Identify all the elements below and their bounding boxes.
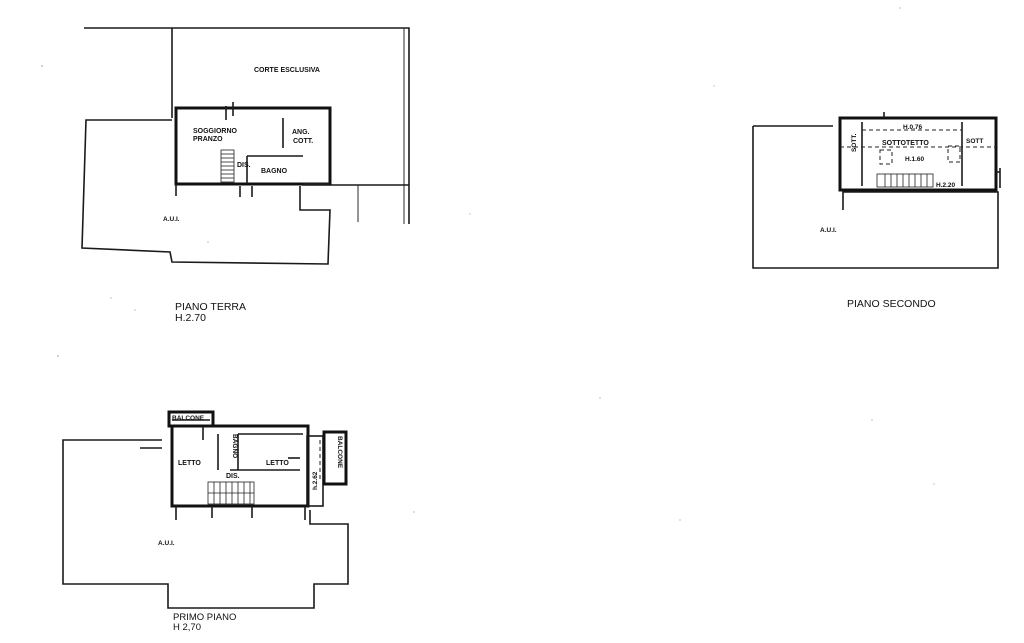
stair-primo-piano <box>207 481 255 505</box>
caption-primo-piano: PRIMO PIANO H 2,70 <box>173 613 236 633</box>
label-aui: A.U.I. <box>163 216 180 223</box>
label-letto-right: LETTO <box>266 460 289 467</box>
label-sottotetto: SOTTOTETTO <box>882 140 929 147</box>
caption-piano-terra: PIANO TERRA H.2.70 <box>175 302 246 324</box>
caption-primo-piano-height: H 2,70 <box>173 622 201 633</box>
caption-piano-secondo: PIANO SECONDO <box>847 299 936 310</box>
label-pranzo: PRANZO <box>193 136 223 143</box>
label-soggiorno: SOGGIORNO <box>193 128 238 135</box>
stair-piano-secondo <box>876 173 934 188</box>
label-aui-primo: A.U.I. <box>158 540 175 547</box>
label-balcone-right: BALCONE <box>336 436 343 469</box>
label-ang: ANG. <box>292 129 310 136</box>
label-h262: h.2.62 <box>312 471 319 490</box>
label-cott: COTT. <box>293 138 313 145</box>
label-h160: H.1.60 <box>905 156 925 163</box>
label-bagno: BAGNO <box>261 168 288 175</box>
label-dis-primo: DIS. <box>226 473 240 480</box>
label-bagno-primo: BAGNO <box>231 434 238 458</box>
label-sott-right: SOTT <box>966 138 983 145</box>
label-letto-left: LETTO <box>178 460 201 467</box>
plan-piano-secondo: H.0.76 SOTT. SOTTOTETTO SOTT H.1.60 H.2.… <box>752 112 1001 269</box>
caption-primo-piano-title: PRIMO PIANO <box>173 612 237 623</box>
plan-piano-terra: CORTE ESCLUSIVA SOGGIORNO PRANZO ANG. CO… <box>81 27 410 265</box>
plan-primo-piano: BALCONE LETTO BAGNO LETTO DIS. h.2.62 BA… <box>62 410 349 609</box>
stair-piano-terra <box>220 149 235 183</box>
label-dis: DIS. <box>237 162 251 169</box>
caption-piano-secondo-title: PIANO SECONDO <box>847 298 936 310</box>
caption-piano-terra-height: H.2.70 <box>175 312 206 324</box>
label-h220: H.2.20 <box>936 182 956 189</box>
caption-piano-terra-title: PIANO TERRA <box>175 301 246 313</box>
label-aui-secondo: A.U.I. <box>820 227 837 234</box>
label-h076: H.0.76 <box>903 124 923 131</box>
label-corte-esclusiva: CORTE ESCLUSIVA <box>254 67 320 74</box>
scan-noise <box>41 7 935 521</box>
label-sott-left: SOTT. <box>851 133 858 152</box>
label-balcone-top: BALCONE <box>172 415 205 422</box>
